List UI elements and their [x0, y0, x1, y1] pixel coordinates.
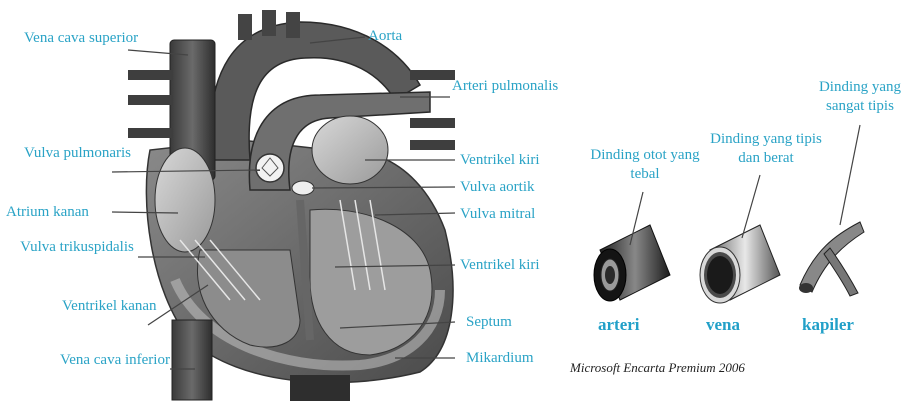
- aorta-branch-3: [286, 12, 300, 38]
- name-arteri: arteri: [598, 315, 640, 334]
- right-atrium: [154, 147, 216, 253]
- label-vulva-trikuspidalis: Vulva trikuspidalis: [20, 239, 134, 255]
- pulmonary-valve: [255, 153, 285, 183]
- pulmonary-vein-2: [128, 95, 173, 105]
- aorta: [208, 21, 422, 161]
- pulmonary-branch-1: [410, 70, 455, 80]
- label-arteri-wall: Dinding otot yang tebal: [590, 147, 700, 182]
- inferior-vena-cava: [171, 319, 213, 401]
- aorta-branch-2: [262, 10, 276, 36]
- left-ventricle: [309, 208, 433, 356]
- label-vena-cava-superior: Vena cava superior: [24, 30, 139, 46]
- name-kapiler: kapiler: [802, 315, 854, 334]
- label-septum: Septum: [466, 314, 512, 330]
- vessel-leader-lines: [629, 124, 861, 246]
- label-atrium-kanan: Atrium kanan: [6, 204, 89, 220]
- heart-illustration: [128, 10, 455, 401]
- descending-aorta: [290, 375, 350, 401]
- pulmonary-branch-3: [410, 140, 455, 150]
- label-ventrikel-kiri-bottom: Ventrikel kiri: [460, 257, 540, 273]
- heart-leader-lines: [111, 36, 456, 370]
- source-credit: Microsoft Encarta Premium 2006: [570, 360, 745, 375]
- pulmonary-vein-3: [128, 128, 173, 138]
- label-vena-cava-inferior: Vena cava inferior: [60, 352, 170, 368]
- label-vena-wall: Dinding yang tipis dan berat: [710, 131, 822, 166]
- chordae: [179, 199, 386, 301]
- label-kapiler-wall: Dinding yang sangat tipis: [818, 79, 902, 114]
- label-ventrikel-kanan: Ventrikel kanan: [62, 298, 157, 314]
- left-atrium: [311, 115, 389, 185]
- label-vulva-mitral: Vulva mitral: [460, 206, 536, 222]
- label-vulva-aortik: Vulva aortik: [460, 179, 535, 195]
- pulmonary-artery: [248, 91, 431, 191]
- pulmonary-valve-cusps: [261, 157, 279, 177]
- artery-illustration: [593, 224, 671, 302]
- pulmonary-vein-1: [128, 70, 173, 80]
- name-vena: vena: [706, 315, 740, 334]
- vein-illustration: [699, 224, 781, 304]
- label-ventrikel-kiri-top: Ventrikel kiri: [460, 152, 540, 168]
- label-vulva-pulmonaris: Vulva pulmonaris: [24, 145, 131, 161]
- capillary-illustration: [799, 221, 865, 297]
- label-aorta: Aorta: [368, 28, 403, 44]
- label-mikardium: Mikardium: [466, 350, 534, 366]
- aortic-valve: [291, 180, 315, 196]
- pulmonary-branch-2: [410, 118, 455, 128]
- aorta-branch-1: [238, 14, 252, 40]
- septum: [296, 199, 314, 341]
- label-arteri-pulmonalis: Arteri pulmonalis: [452, 78, 559, 94]
